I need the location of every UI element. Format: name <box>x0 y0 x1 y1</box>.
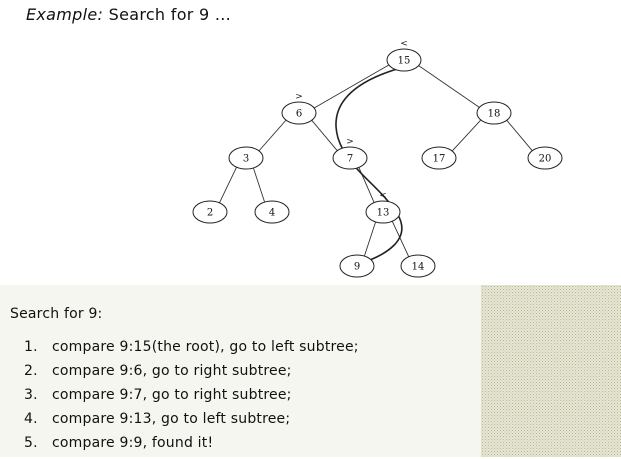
tree-node-17: 17 <box>421 146 457 170</box>
binary-search-tree-diagram: 15 6 18 3 7 17 20 2 4 13 9 14 < > > < <box>192 39 563 278</box>
comparison-symbol: > <box>346 137 354 147</box>
step-number: 4. <box>24 411 38 427</box>
tree-node-circle <box>339 254 375 278</box>
tree-node-circle <box>281 101 317 125</box>
tree-node-circle <box>332 146 368 170</box>
tree-edge-n18-n20 <box>506 119 533 152</box>
tree-edge-n18-n17 <box>451 119 482 152</box>
tree-node-label: 18 <box>488 109 501 120</box>
tree-node-2: 2 <box>192 200 228 224</box>
tree-node-circle <box>527 146 563 170</box>
tree-node-label: 6 <box>296 109 302 120</box>
tree-edge-n6-n7 <box>311 119 338 152</box>
tree-node-14: 14 <box>400 254 436 278</box>
tree-edge-n3-n2 <box>219 166 237 204</box>
step-number: 2. <box>24 363 38 379</box>
tree-node-label: 13 <box>377 208 390 219</box>
step-text: compare 9:6, go to right subtree; <box>52 363 292 379</box>
tree-edge-n6-n3 <box>258 119 287 152</box>
tree-edge-n13-n9 <box>363 221 377 257</box>
comparison-symbol: < <box>400 39 408 49</box>
stippled-area <box>481 285 621 457</box>
tree-node-label: 20 <box>539 154 552 165</box>
tree-node-label: 15 <box>398 56 411 67</box>
search-title: Search for 9: <box>10 306 103 322</box>
tree-node-label: 17 <box>433 154 446 165</box>
tree-node-circle <box>192 200 228 224</box>
heading-text: Search for 9 ... <box>108 5 232 24</box>
tree-edge-n15-n18 <box>418 65 480 108</box>
tree-node-label: 7 <box>347 154 353 165</box>
tree-node-label: 3 <box>243 154 249 165</box>
search-path-arrow <box>335 68 403 265</box>
step-number: 1. <box>24 339 38 355</box>
step-text: compare 9:7, go to right subtree; <box>52 387 292 403</box>
step-text: compare 9:13, go to left subtree; <box>52 411 291 427</box>
step-text: compare 9:15(the root), go to left subtr… <box>52 339 359 355</box>
tree-node-circle <box>386 48 422 72</box>
comparison-symbol: > <box>295 92 303 102</box>
page-heading: Example: Search for 9 ... <box>26 5 231 24</box>
tree-node-18: 18 <box>476 101 512 125</box>
tree-node-label: 4 <box>269 208 275 219</box>
tree-node-label: 9 <box>354 262 360 273</box>
tree-node-circle <box>421 146 457 170</box>
tree-node-circle <box>254 200 290 224</box>
heading-prefix: Example: <box>26 5 104 24</box>
tree-node-20: 20 <box>527 146 563 170</box>
comparison-symbol: < <box>379 191 387 201</box>
tree-node-9: 9 <box>339 254 375 278</box>
tree-edge-n3-n4 <box>252 167 266 203</box>
tree-node-label: 2 <box>207 208 213 219</box>
tree-node-7: 7 <box>332 146 368 170</box>
tree-node-6: 6 <box>281 101 317 125</box>
step-number: 3. <box>24 387 38 403</box>
tree-node-3: 3 <box>228 146 264 170</box>
tree-node-13: 13 <box>365 200 401 224</box>
tree-node-15: 15 <box>386 48 422 72</box>
search-steps-panel: Search for 9: 1. compare 9:15(the root), … <box>0 285 621 457</box>
step-text: compare 9:9, found it! <box>52 435 214 451</box>
step-number: 5. <box>24 435 38 451</box>
tree-node-circle <box>228 146 264 170</box>
tree-node-label: 14 <box>412 262 425 273</box>
tree-edge-n13-n14 <box>391 221 410 257</box>
tree-node-circle <box>365 200 401 224</box>
tree-node-circle <box>476 101 512 125</box>
tree-node-4: 4 <box>254 200 290 224</box>
tree-node-circle <box>400 254 436 278</box>
tree-edge-n15-n6 <box>313 64 390 109</box>
